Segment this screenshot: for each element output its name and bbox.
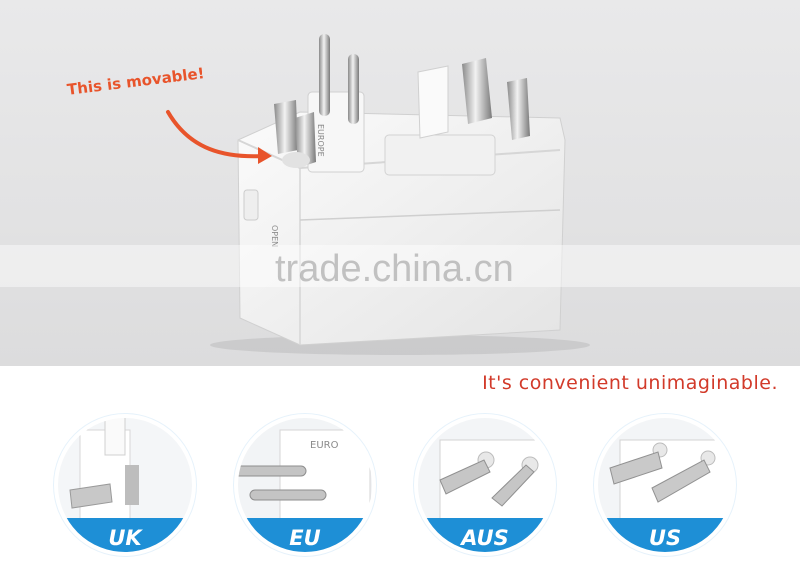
- product-hero: OPEN EUROPE trade.china.cn This is movab…: [0, 0, 800, 366]
- watermark: trade.china.cn: [275, 248, 514, 290]
- plug-label-us: US: [648, 526, 682, 550]
- plug-type-badges: UK EURO EU: [0, 400, 800, 564]
- euro-engraving: EURO: [310, 440, 339, 451]
- plug-badge-aus: AUS: [410, 410, 560, 560]
- plug-label-eu: EU: [289, 526, 321, 550]
- callout-arrow: [166, 110, 266, 159]
- plug-badge-us: US: [590, 410, 740, 560]
- us-plug-icon: [593, 413, 737, 557]
- tagline: It's convenient unimaginable.: [482, 372, 778, 394]
- open-engraving: OPEN: [270, 225, 279, 247]
- plug-badge-eu: EURO EU: [230, 410, 380, 560]
- plug-label-uk: UK: [108, 526, 142, 550]
- plug-badge-uk: UK: [50, 410, 200, 560]
- eu-plug-icon: EURO: [233, 413, 377, 557]
- aus-plug-icon: [413, 413, 557, 557]
- watermark-band: [0, 245, 800, 287]
- adapter-illustration: OPEN EUROPE: [166, 34, 590, 355]
- europe-engraving: EUROPE: [316, 124, 325, 157]
- uk-plug-icon: [53, 413, 197, 557]
- plug-label-aus: AUS: [461, 526, 509, 550]
